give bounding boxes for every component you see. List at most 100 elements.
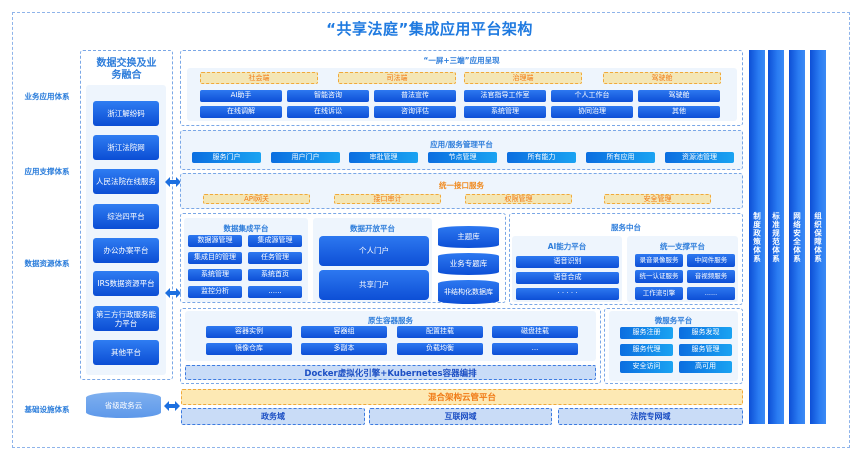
- microservice-button[interactable]: 服务代理: [620, 344, 673, 356]
- tag-governance: 治理端: [464, 72, 582, 84]
- domain-court-network: 法院专网域: [558, 408, 743, 425]
- container-button[interactable]: 容器实例: [206, 326, 292, 338]
- interface-tag: API网关: [203, 194, 310, 204]
- app-button[interactable]: 系统管理: [464, 106, 546, 118]
- bidirectional-arrow-icon: [165, 177, 181, 187]
- mgmt-button[interactable]: 审批管理: [349, 152, 418, 163]
- app-present-panel: [180, 50, 743, 126]
- service-center-title: 服务中台: [611, 223, 641, 232]
- app-button[interactable]: 智能咨询: [287, 90, 369, 102]
- personal-portal-button[interactable]: 个人门户: [319, 236, 429, 266]
- integration-button[interactable]: 任务管理: [248, 252, 302, 264]
- microservice-button[interactable]: 高可用: [679, 361, 732, 373]
- exchange-list-bg: [86, 85, 166, 375]
- database-icon: 非结构化数据库: [438, 280, 499, 304]
- interface-tag: 权限管理: [465, 194, 572, 204]
- support-button[interactable]: 音视频服务: [687, 270, 735, 283]
- microservice-button[interactable]: 服务注册: [620, 327, 673, 339]
- container-button[interactable]: 容器组: [301, 326, 387, 338]
- integration-button[interactable]: ......: [248, 286, 302, 298]
- exchange-item[interactable]: IRS数据资源平台: [93, 271, 159, 296]
- container-button[interactable]: 磁盘挂载: [492, 326, 578, 338]
- microservice-button[interactable]: 服务管理: [679, 344, 732, 356]
- app-button[interactable]: 个人工作台: [551, 90, 633, 102]
- exchange-item[interactable]: 浙江解纷码: [93, 101, 159, 126]
- tag-judicial: 司法端: [338, 72, 456, 84]
- app-button[interactable]: 普法宣传: [374, 90, 456, 102]
- app-button[interactable]: 法官指导工作室: [464, 90, 546, 102]
- integration-button[interactable]: 集成源管理: [248, 235, 302, 247]
- database-icon: 主题库: [438, 226, 499, 248]
- interface-tag: 安全管理: [604, 194, 711, 204]
- app-button[interactable]: 咨询评估: [374, 106, 456, 118]
- integration-button[interactable]: 集成目的管理: [188, 252, 242, 264]
- microservice-panel: [604, 308, 743, 384]
- mgmt-button[interactable]: 所有能力: [507, 152, 576, 163]
- integration-button[interactable]: 系统首页: [248, 269, 302, 281]
- mgmt-button[interactable]: 用户门户: [271, 152, 340, 163]
- integration-button[interactable]: 监控分析: [188, 286, 242, 298]
- domain-internet: 互联网域: [369, 408, 552, 425]
- app-button[interactable]: 其他: [638, 106, 720, 118]
- exchange-item[interactable]: 其他平台: [93, 340, 159, 365]
- docker-k8s-bar: Docker虚拟化引擎+Kubernetes容器编排: [185, 365, 596, 380]
- app-button[interactable]: 协同治理: [551, 106, 633, 118]
- ai-button[interactable]: 语音识别: [516, 256, 619, 268]
- shared-portal-button[interactable]: 共享门户: [319, 270, 429, 300]
- exchange-item[interactable]: 浙江法院网: [93, 135, 159, 160]
- tag-cockpit: 驾驶舱: [603, 72, 721, 84]
- container-button[interactable]: 负载均衡: [397, 343, 483, 355]
- exchange-item[interactable]: 综治四平台: [93, 204, 159, 229]
- app-button[interactable]: 驾驶舱: [638, 90, 720, 102]
- app-mgmt-title: 应用/服务管理平台: [430, 140, 493, 149]
- mgmt-button[interactable]: 服务门户: [192, 152, 261, 163]
- bidirectional-arrow-icon: [164, 401, 180, 411]
- support-button[interactable]: ......: [687, 287, 735, 300]
- mgmt-button[interactable]: 资源池管理: [665, 152, 734, 163]
- exchange-item[interactable]: 第三方行政服务能力平台: [93, 306, 159, 331]
- support-button[interactable]: 统一认证服务: [635, 270, 683, 283]
- exchange-item[interactable]: 办公办案平台: [93, 238, 159, 263]
- support-button[interactable]: 录音录像服务: [635, 254, 683, 267]
- app-button[interactable]: 在线诉讼: [287, 106, 369, 118]
- bidirectional-arrow-icon: [165, 288, 181, 298]
- ai-button[interactable]: 语音合成: [516, 272, 619, 284]
- container-button[interactable]: 多副本: [301, 343, 387, 355]
- mgmt-button[interactable]: 所有应用: [586, 152, 655, 163]
- ai-button[interactable]: · · · · ·: [516, 288, 619, 300]
- data-integration-title: 数据集成平台: [223, 224, 269, 233]
- integration-button[interactable]: 系统管理: [188, 269, 242, 281]
- database-icon: 业务专题库: [438, 253, 499, 275]
- support-button[interactable]: 工作流引擎: [635, 287, 683, 300]
- exchange-panel: [80, 50, 173, 380]
- app-present-title: “一屏+三端”应用呈现: [423, 56, 500, 65]
- service-center-panel: [509, 213, 743, 305]
- support-button[interactable]: 中间件服务: [687, 254, 735, 267]
- diagram-frame: [12, 12, 850, 448]
- pillar-policy: 制度政策体系: [749, 50, 765, 424]
- container-button[interactable]: 配置挂载: [397, 326, 483, 338]
- mgmt-button[interactable]: 节点管理: [428, 152, 497, 163]
- layer-label-business: 业务应用体系: [24, 92, 70, 101]
- container-button[interactable]: 镜像仓库: [206, 343, 292, 355]
- container-button[interactable]: ...: [492, 343, 578, 355]
- app-button[interactable]: AI助手: [200, 90, 282, 102]
- integration-button[interactable]: 数据源管理: [188, 235, 242, 247]
- pillar-standards: 标准规范体系: [768, 50, 784, 424]
- layer-label-data: 数据资源体系: [24, 259, 70, 268]
- app-button[interactable]: 在线调解: [200, 106, 282, 118]
- app-mgmt-panel: [180, 130, 743, 170]
- microservice-button[interactable]: 安全访问: [620, 361, 673, 373]
- container-title: 原生容器服务: [368, 316, 413, 325]
- microservice-title: 微服务平台: [654, 316, 693, 325]
- container-panel: [180, 308, 601, 384]
- interface-tag: 接口审计: [334, 194, 441, 204]
- exchange-item[interactable]: 人民法院在线服务: [93, 169, 159, 194]
- provincial-cloud-icon: 省级政务云: [86, 392, 161, 418]
- page-title: “共享法庭”集成应用平台架构: [326, 20, 533, 38]
- hybrid-cloud-bar: 混合架构云管平台: [181, 389, 743, 405]
- tag-society: 社会端: [200, 72, 318, 84]
- microservice-button[interactable]: 服务发现: [679, 327, 732, 339]
- domain-government: 政务域: [181, 408, 365, 425]
- layer-label-support: 应用支撑体系: [24, 167, 70, 176]
